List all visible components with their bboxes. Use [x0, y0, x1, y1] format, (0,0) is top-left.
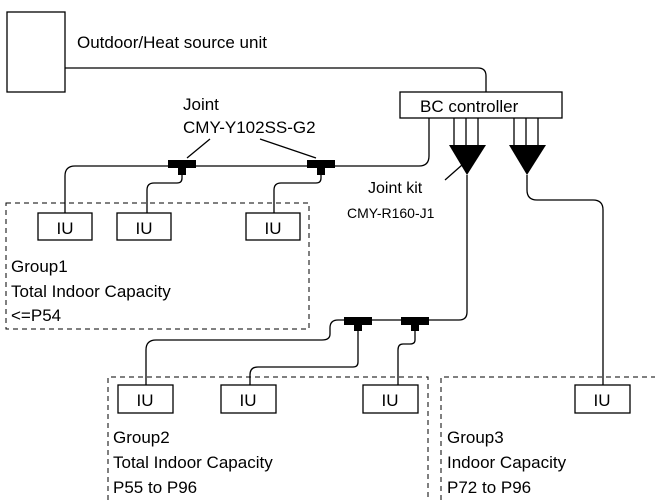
group1-branch-pipe: [273, 166, 322, 213]
main-pipe: [65, 67, 487, 92]
joint-title: Joint: [183, 95, 219, 114]
group3-boundary: [440, 376, 655, 500]
indoor-unit: [574, 384, 631, 414]
indoor-unit: [117, 384, 174, 414]
group2-branch-pipe: [397, 330, 416, 385]
group1-pipe: [64, 118, 430, 213]
joint-pointer: [186, 138, 211, 159]
joint-kit-triangle: [509, 145, 546, 175]
bc-controller-box: [399, 91, 563, 119]
joint-fitting: [168, 160, 196, 175]
joint-fitting: [344, 317, 372, 331]
group3-pipe: [526, 175, 604, 385]
indoor-unit-label: IU: [136, 219, 153, 238]
group1-capacity-range: <=P54: [11, 306, 61, 325]
indoor-unit: [37, 212, 93, 241]
indoor-unit: [245, 212, 301, 241]
joint-kit-pointer: [444, 164, 463, 181]
indoor-unit: [362, 384, 419, 414]
group1-boundary: [5, 202, 310, 330]
indoor-unit: [116, 212, 172, 241]
joint-pointer: [259, 138, 317, 159]
group2-pipe: [145, 175, 468, 385]
bc-controller-label: BC controller: [420, 97, 519, 116]
outdoor-unit-label: Outdoor/Heat source unit: [77, 33, 267, 52]
joint-kit-triangle: [449, 145, 486, 175]
indoor-unit: [220, 384, 277, 414]
indoor-unit-label: IU: [240, 391, 257, 410]
group2-branch-pipe: [249, 330, 359, 385]
indoor-unit-label: IU: [57, 219, 74, 238]
indoor-unit-label: IU: [137, 391, 154, 410]
joint-fitting: [307, 160, 335, 175]
indoor-unit-label: IU: [382, 391, 399, 410]
group3-capacity-range: P72 to P96: [447, 478, 531, 497]
group2-capacity-label: Total Indoor Capacity: [113, 453, 273, 472]
group1-capacity-label: Total Indoor Capacity: [11, 282, 171, 301]
group2-boundary: [107, 376, 429, 500]
group1-name: Group1: [11, 257, 68, 276]
group1-branch-pipe: [146, 166, 183, 213]
group2-capacity-range: P55 to P96: [113, 478, 197, 497]
joint-kit-title: Joint kit: [368, 180, 423, 197]
group2-name: Group2: [113, 428, 170, 447]
group3-capacity-label: Indoor Capacity: [447, 453, 567, 472]
joint-fitting: [401, 317, 429, 331]
outdoor-unit-box: [6, 11, 66, 93]
joint-model: CMY-Y102SS-G2: [183, 118, 316, 137]
indoor-unit-label: IU: [594, 391, 611, 410]
indoor-unit-label: IU: [265, 219, 282, 238]
joint-kit-model: CMY-R160-J1: [347, 205, 435, 221]
group3-name: Group3: [447, 428, 504, 447]
